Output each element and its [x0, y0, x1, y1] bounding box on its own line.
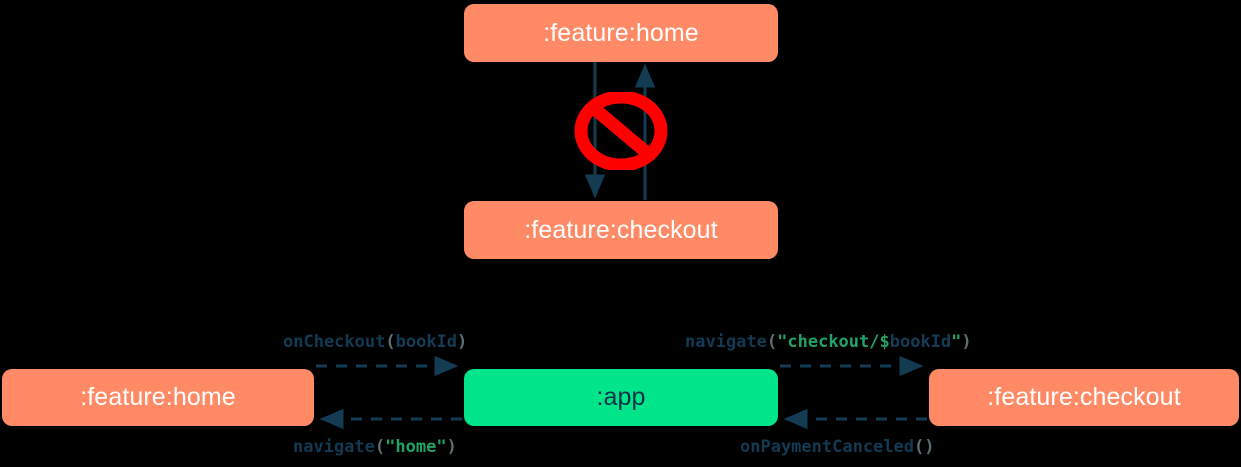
code-token-fn: navigate [293, 437, 375, 457]
code-token-fn: onCheckout [283, 332, 386, 352]
edge-label-navigate-home: navigate("home") [293, 437, 457, 457]
no-entry-icon [574, 92, 668, 170]
node-label: :app [596, 383, 646, 411]
code-token-ident: bookId [395, 332, 458, 352]
code-token-str: " [951, 332, 962, 352]
node-label: :feature:home [543, 18, 699, 47]
code-token-paren: ( [766, 332, 778, 352]
edge-label-navigate-checkout: navigate("checkout/$bookId") [685, 332, 972, 352]
code-token-paren: ) [457, 332, 468, 352]
code-token-paren: ( [374, 437, 386, 457]
node-label: :feature:home [80, 383, 236, 411]
edge-label-on-checkout: onCheckout(bookId) [283, 332, 467, 352]
code-token-fn: navigate [685, 332, 767, 352]
code-token-str: "checkout/$ [777, 332, 890, 352]
node-feature-checkout-bottom[interactable]: :feature:checkout [929, 369, 1239, 426]
code-token-paren: () [914, 437, 935, 457]
code-token-paren: ) [961, 332, 972, 352]
code-token-paren: ) [446, 437, 457, 457]
edge-label-on-payment-canceled: onPaymentCanceled() [740, 437, 934, 457]
code-token-fn: onPaymentCanceled [740, 437, 914, 457]
node-feature-checkout-top[interactable]: :feature:checkout [464, 201, 778, 259]
node-feature-home-top[interactable]: :feature:home [464, 4, 778, 62]
node-feature-home-bottom[interactable]: :feature:home [2, 369, 314, 426]
node-app[interactable]: :app [464, 369, 778, 426]
node-label: :feature:checkout [987, 383, 1181, 411]
code-token-ident: bookId [889, 332, 952, 352]
code-token-paren: ( [385, 332, 396, 352]
code-token-str: "home" [385, 437, 447, 457]
node-label: :feature:checkout [524, 215, 718, 244]
